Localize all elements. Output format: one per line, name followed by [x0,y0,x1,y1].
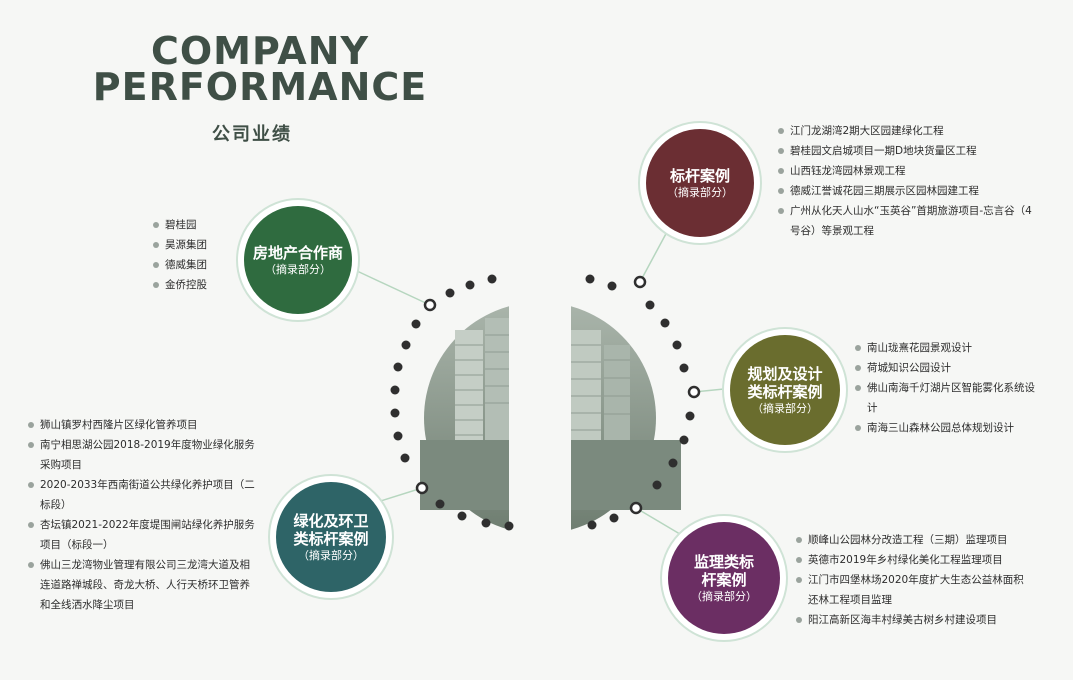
badge-title-line2: 类标杆案例 [747,382,823,401]
badge-title: 标杆案例 [669,166,730,185]
badge-title: 房地产合作商 [252,243,343,262]
dotted-ring [390,274,701,531]
badge-core: 绿化及环卫 类标杆案例 （摘录部分） [276,482,386,592]
badge-planning: 规划及设计 类标杆案例 （摘录部分） [722,327,848,453]
list-item: 碧桂园 [153,215,207,235]
list-item: 金侨控股 [153,275,207,295]
badge-subtitle: （摘录部分） [691,589,757,603]
planning-list: 南山珑熹花园景观设计 荷城知识公园设计 佛山南海千灯湖片区智能雾化系统设计 南海… [855,338,1035,438]
list-item: 南山珑熹花园景观设计 [855,338,1035,358]
list-item: 阳江高新区海丰村绿美古树乡村建设项目 [796,610,1031,630]
badge-subtitle: （摘录部分） [265,262,331,276]
list-item: 江门龙湖湾2期大区园建绿化工程 [778,121,1040,141]
list-item: 南海三山森林公园总体规划设计 [855,418,1035,438]
list-item: 狮山镇罗村西隆片区绿化管养项目 [28,415,258,435]
list-item: 英德市2019年乡村绿化美化工程监理项目 [796,550,1031,570]
building-photo-left [420,306,509,530]
real-estate-list: 碧桂园 昊源集团 德威集团 金侨控股 [153,215,207,295]
badge-subtitle: （摘录部分） [752,401,818,415]
badge-core: 规划及设计 类标杆案例 （摘录部分） [730,335,840,445]
badge-subtitle: （摘录部分） [298,548,364,562]
list-item: 广州从化天人山水“玉英谷”首期旅游项目-忘言谷（4号谷）等景观工程 [778,201,1040,241]
badge-title: 绿化及环卫 [293,511,369,530]
badge-real-estate: 房地产合作商 （摘录部分） [236,198,360,322]
page-title-en: COMPANY PERFORMANCE [80,29,440,109]
badge-core: 房地产合作商 （摘录部分） [244,206,352,314]
badge-title: 规划及设计 [747,364,823,383]
list-item: 佛山三龙湾物业管理有限公司三龙湾大道及相连道路禅城段、奇龙大桥、人行天桥环卫管养… [28,555,258,615]
badge-title-line2: 类标杆案例 [293,529,369,548]
building-photo-right [571,306,681,530]
list-item: 昊源集团 [153,235,207,255]
badge-title-line2: 杆案例 [701,570,747,589]
page-title-zh: 公司业绩 [212,124,292,145]
list-item: 山西钰龙湾园林景观工程 [778,161,1040,181]
list-item: 江门市四堡林场2020年度扩大生态公益林面积还林工程项目监理 [796,570,1031,610]
badge-core: 监理类标 杆案例 （摘录部分） [668,522,780,634]
badge-subtitle: （摘录部分） [667,185,733,199]
badge-core: 标杆案例 （摘录部分） [646,129,754,237]
badge-title: 监理类标 [693,552,754,571]
list-item: 德威江誉诚花园三期展示区园林园建工程 [778,181,1040,201]
list-item: 顺峰山公园林分改造工程（三期）监理项目 [796,530,1031,550]
list-item: 德威集团 [153,255,207,275]
supervision-list: 顺峰山公园林分改造工程（三期）监理项目 英德市2019年乡村绿化美化工程监理项目… [796,530,1031,630]
title-line-performance: PERFORMANCE [92,65,428,109]
badge-supervision: 监理类标 杆案例 （摘录部分） [660,514,788,642]
list-item: 南宁相思湖公园2018-2019年度物业绿化服务采购项目 [28,435,258,475]
list-item: 佛山南海千灯湖片区智能雾化系统设计 [855,378,1035,418]
list-item: 2020-2033年西南街道公共绿化养护项目（二标段） [28,475,258,515]
greening-list: 狮山镇罗村西隆片区绿化管养项目 南宁相思湖公园2018-2019年度物业绿化服务… [28,415,258,615]
title-line-company: COMPANY [150,29,370,73]
list-item: 荷城知识公园设计 [855,358,1035,378]
benchmark-list: 江门龙湖湾2期大区园建绿化工程 碧桂园文启城项目一期D地块货量区工程 山西钰龙湾… [778,121,1040,241]
list-item: 碧桂园文启城项目一期D地块货量区工程 [778,141,1040,161]
list-item: 杏坛镇2021-2022年度堤围闸站绿化养护服务项目（标段一） [28,515,258,555]
badge-greening: 绿化及环卫 类标杆案例 （摘录部分） [268,474,394,600]
badge-benchmark: 标杆案例 （摘录部分） [638,121,762,245]
